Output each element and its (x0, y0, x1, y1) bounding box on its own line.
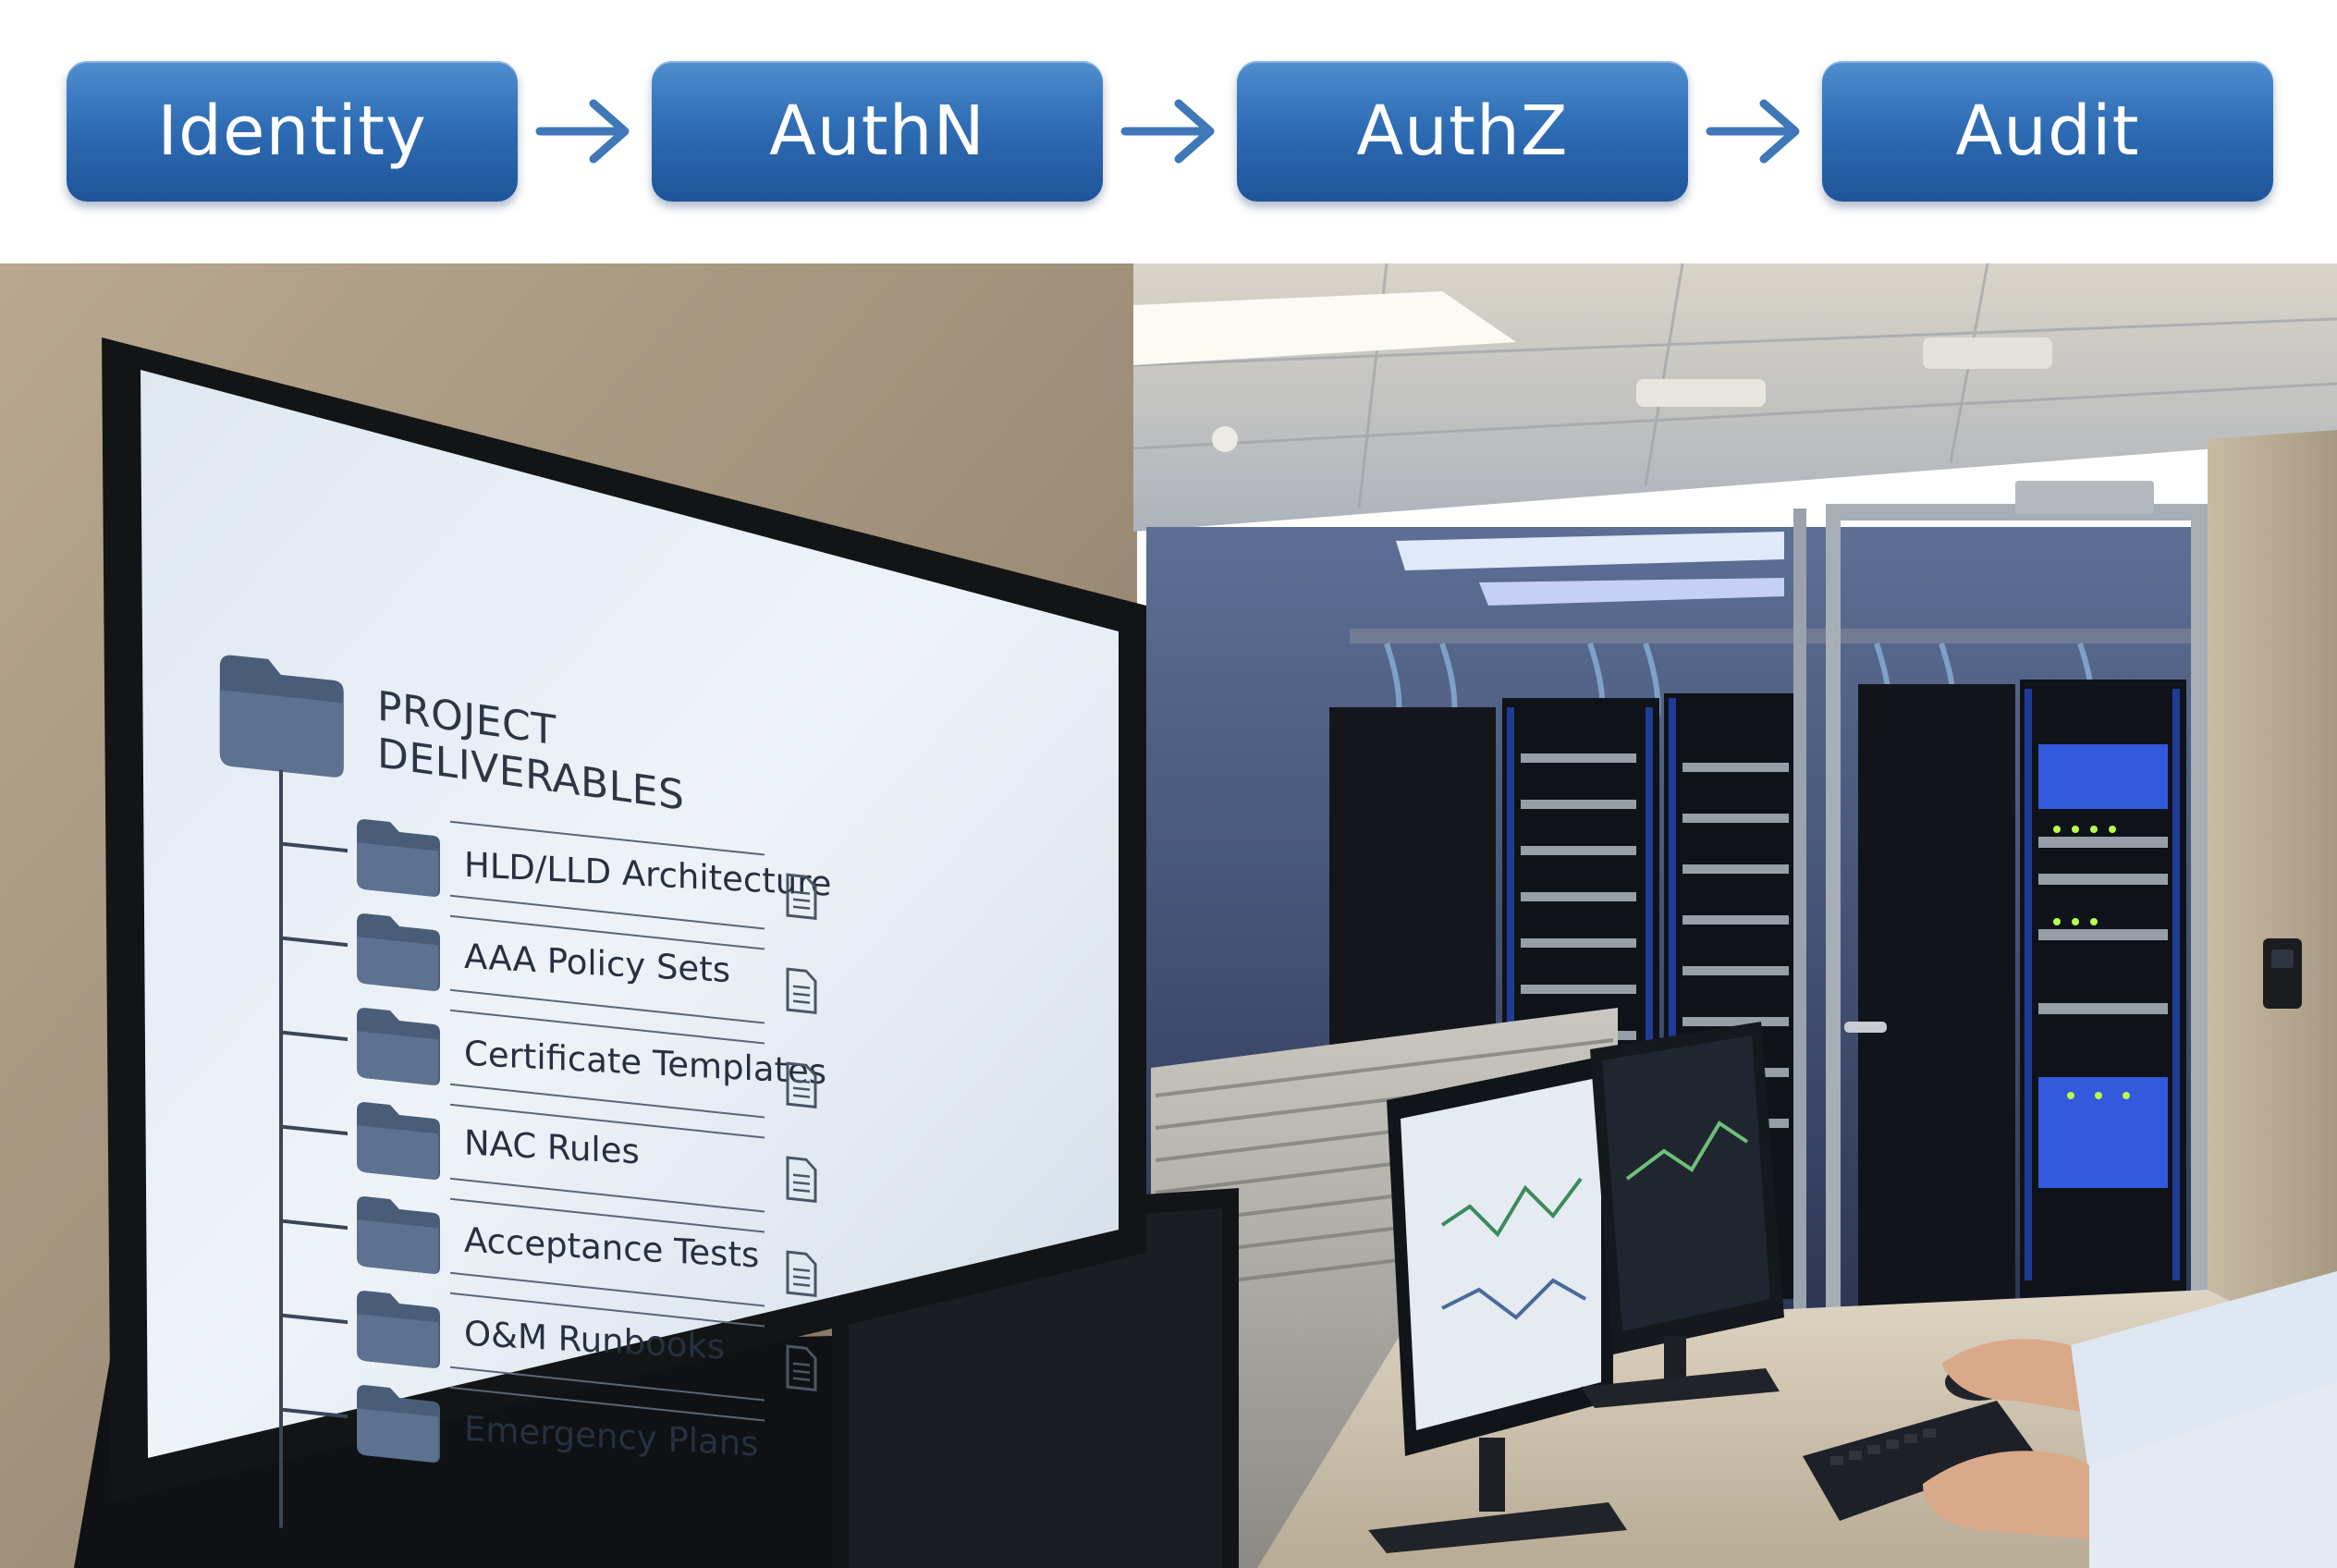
deliverable-label: Emergency Plans (464, 1408, 759, 1464)
deliverable-item: Emergency Plans (279, 1363, 871, 1517)
deliverable-item: HLD/LLD Architecture (279, 797, 871, 951)
folder-icon (357, 913, 440, 991)
arrow-right-icon (1120, 99, 1215, 164)
document-icon (786, 967, 817, 1014)
deliverable-item: AAA Policy Sets (279, 891, 871, 1046)
document-icon (786, 1156, 817, 1203)
document-icon (786, 1344, 817, 1391)
tree-branch (279, 1313, 348, 1325)
document-icon (786, 1061, 817, 1109)
document-icon (786, 1250, 817, 1297)
stage-label: Audit (1955, 92, 2140, 171)
folder-icon (357, 1385, 440, 1463)
deliverable-item: O&M Runbooks (279, 1268, 871, 1423)
tree-branch (279, 1219, 348, 1231)
tree-branch (279, 841, 348, 853)
deliverables-list: PROJECT DELIVERABLES HLD/LLD Architectur… (214, 643, 862, 1568)
arrow-right-icon (1706, 99, 1800, 164)
arrow-right-icon (535, 99, 630, 164)
deliverable-item: NAC Rules (279, 1080, 871, 1234)
stage-label: AuthN (769, 92, 985, 171)
deliverable-label: Certificate Templates (464, 1033, 827, 1093)
deliverable-item: Acceptance Tests (279, 1174, 871, 1329)
deliverable-label: AAA Policy Sets (464, 936, 730, 991)
folder-icon (357, 1196, 440, 1274)
deliverable-item: Certificate Templates (279, 986, 871, 1140)
deliverable-label: HLD/LLD Architecture (464, 844, 832, 904)
tree-branch (279, 1030, 348, 1042)
document-icon (786, 873, 817, 920)
stage-identity: Identity (67, 61, 518, 202)
folder-icon (357, 1008, 440, 1085)
tree-branch (279, 1124, 348, 1136)
folder-icon (357, 819, 440, 897)
stage-authn: AuthN (652, 61, 1103, 202)
deliverable-label: Acceptance Tests (464, 1219, 760, 1276)
stage-label: Identity (157, 92, 427, 171)
stage-authz: AuthZ (1237, 61, 1688, 202)
office-scene-photo: PROJECT DELIVERABLES HLD/LLD Architectur… (0, 263, 2337, 1568)
deliverable-label: O&M Runbooks (464, 1313, 726, 1367)
folder-icon (357, 1102, 440, 1180)
pipeline-banner: Identity AuthN AuthZ Audit (0, 0, 2337, 263)
folder-icon (357, 1291, 440, 1368)
tree-branch (279, 1407, 348, 1419)
folder-icon (219, 655, 344, 778)
tree-branch (279, 936, 348, 948)
root-folder-row: PROJECT DELIVERABLES (214, 643, 862, 840)
deliverable-label: NAC Rules (464, 1122, 640, 1172)
stage-label: AuthZ (1356, 92, 1569, 171)
stage-audit: Audit (1822, 61, 2273, 202)
